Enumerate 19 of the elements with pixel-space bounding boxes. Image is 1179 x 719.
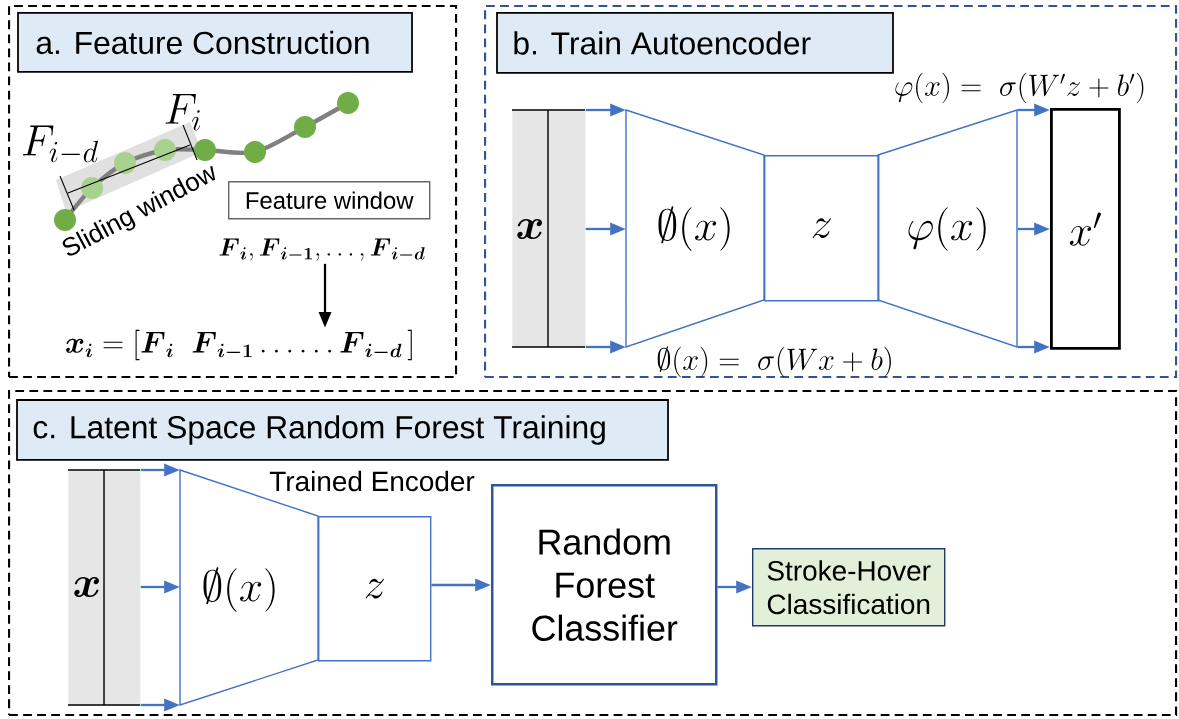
panel-header: b. Train Autoencoder bbox=[496, 12, 894, 74]
panel-header: a. Feature Construction bbox=[17, 12, 413, 73]
latent-box: $z$ bbox=[318, 516, 432, 662]
latent-box: $z$ bbox=[764, 155, 880, 302]
feature-window-box: Feature window bbox=[228, 181, 431, 220]
result-box: Stroke-Hover Classification bbox=[752, 548, 946, 627]
formula-label: $F_{i-d}$ bbox=[23, 125, 98, 163]
input-vector-block: $\boldsymbol{x}$ bbox=[511, 109, 586, 348]
input-vector-block: $\boldsymbol{x}$ bbox=[67, 469, 141, 706]
formula: $\boldsymbol{x}_{\boldsymbol{i}} = [\boldsymbol{F}_{\boldsymbol{i}}\;\;\boldsymbol{F}_{\boldsymbol{i-1}}\ldots\ldots\boldsymbol{F}_{\boldsymbol{i-d}}\,]$ bbox=[66, 329, 412, 361]
classifier-box: Random Forest Classifier bbox=[491, 484, 718, 686]
formula: $\emptyset(x) =\; \sigma(Wx+b)$ bbox=[657, 346, 891, 378]
formula: $\boldsymbol{F}_{\boldsymbol{i}}, \boldsymbol{F}_{\boldsymbol{i-1}}, \ldots, \boldsymbol{F}_{\boldsymbol{i-d}}$ bbox=[219, 238, 425, 261]
formula: $\varphi(x) =\; \sigma(W'z+b')$ bbox=[895, 72, 1144, 104]
text-label: Trained Encoder bbox=[269, 470, 475, 492]
panel-header: c. Latent Space Random Forest Training bbox=[16, 399, 669, 461]
output-box: $x'$ bbox=[1050, 108, 1121, 350]
decoder-trapezoid: $\varphi(x)$ bbox=[877, 109, 1018, 348]
formula-label: $F_{i}$ bbox=[165, 93, 200, 131]
